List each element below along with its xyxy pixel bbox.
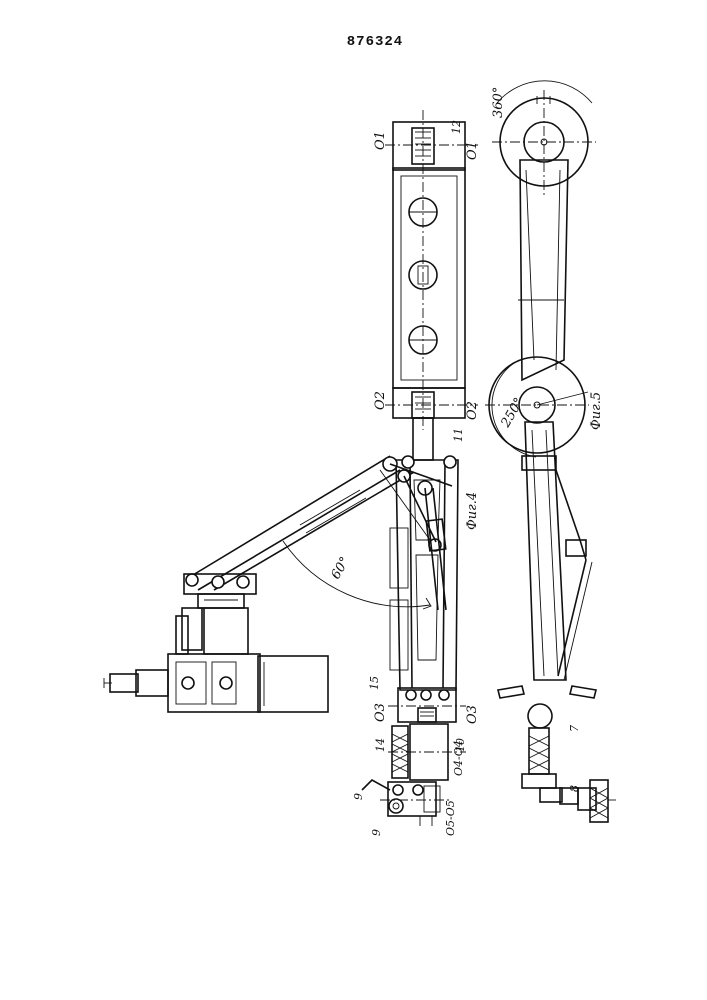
- label-o5: O5-O5: [444, 800, 457, 836]
- label-o3-right: O3: [465, 705, 480, 724]
- drawing-labels: O1 O1 12 O2 O2 11 Фиг.4 60° 15 O3 O3 14 …: [328, 87, 604, 836]
- label-o3-left: O3: [373, 703, 388, 722]
- label-angle-60: 60°: [328, 555, 353, 582]
- label-10: 10: [454, 738, 467, 752]
- label-11: 11: [452, 428, 465, 442]
- label-15: 15: [368, 676, 381, 690]
- fig5-side-view: [485, 81, 616, 822]
- label-9b: 9: [370, 829, 383, 836]
- label-12: 12: [450, 120, 463, 134]
- label-angle-360: 360°: [491, 87, 506, 118]
- label-14: 14: [374, 738, 387, 752]
- label-o2-right: O2: [465, 401, 480, 420]
- label-angle-250: 250°: [498, 395, 527, 430]
- label-fig5: Фиг.5: [589, 392, 604, 430]
- angle-60-arc: [283, 541, 431, 609]
- fig4-boom-lower-section: [362, 418, 466, 826]
- label-o1-left: O1: [373, 131, 388, 150]
- label-fig4: Фиг.4: [465, 492, 480, 530]
- label-7: 7: [568, 725, 581, 732]
- label-o2-left: O2: [373, 391, 388, 410]
- label-9a: 9: [352, 793, 365, 800]
- label-o1-right: O1: [465, 141, 480, 160]
- label-8: 8: [568, 785, 581, 792]
